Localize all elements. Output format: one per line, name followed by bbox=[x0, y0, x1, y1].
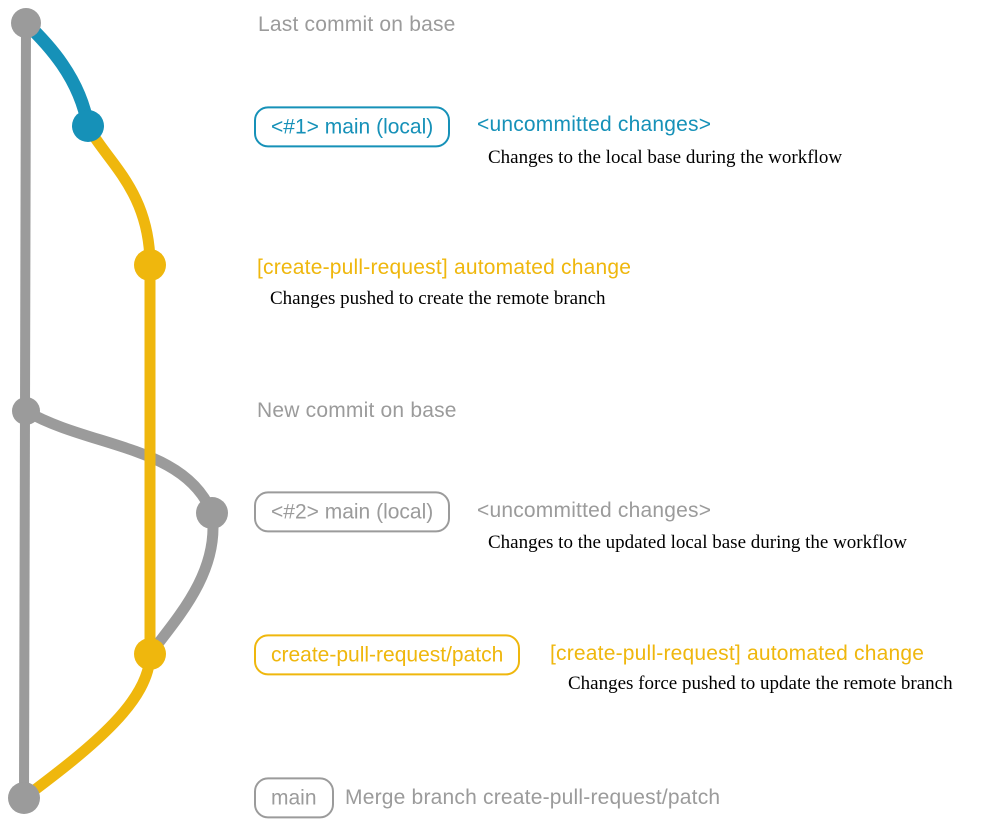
branch-badge-label: <#1> main (local) bbox=[254, 106, 451, 148]
branch-badge-main: main bbox=[254, 777, 334, 819]
commit-dot-new-base bbox=[12, 397, 40, 425]
note-force-push-remote-branch: Changes force pushed to update the remot… bbox=[568, 673, 953, 694]
label-new-commit-on-base: New commit on base bbox=[257, 399, 457, 422]
commit-dot-patch-1 bbox=[134, 249, 166, 281]
branch-badge-label: create-pull-request/patch bbox=[254, 634, 521, 676]
note-push-create-remote-branch: Changes pushed to create the remote bran… bbox=[270, 288, 606, 309]
label-last-commit-on-base: Last commit on base bbox=[258, 13, 456, 36]
note-updated-local-base-changes: Changes to the updated local base during… bbox=[488, 532, 907, 553]
branch-badge-main-local-1: <#1> main (local) bbox=[254, 106, 451, 148]
branch-badge-main-local-2: <#2> main (local) bbox=[254, 491, 451, 533]
commit-dot-merge bbox=[8, 782, 40, 814]
heading-uncommitted-changes-2: <uncommitted changes> bbox=[477, 499, 712, 522]
git-graph bbox=[8, 8, 228, 814]
branch-line-create-pull-request-patch bbox=[18, 120, 156, 804]
commit-dot-last-base bbox=[11, 8, 41, 38]
branch-badge-patch: create-pull-request/patch bbox=[254, 634, 521, 676]
heading-automated-change-2: [create-pull-request] automated change bbox=[550, 642, 925, 665]
heading-uncommitted-changes-1: <uncommitted changes> bbox=[477, 113, 712, 136]
branch-line-main-local bbox=[19, 16, 95, 133]
commit-dot-patch-2 bbox=[134, 638, 166, 670]
commit-dot-main-local-1 bbox=[72, 110, 104, 142]
heading-automated-change-1: [create-pull-request] automated change bbox=[257, 256, 632, 279]
note-local-base-changes: Changes to the local base during the wor… bbox=[488, 147, 843, 168]
branch-line-main-local-merge bbox=[144, 507, 219, 660]
branch-line-base-update bbox=[20, 405, 218, 519]
branch-badge-label: <#2> main (local) bbox=[254, 491, 451, 533]
label-merge-branch: Merge branch create-pull-request/patch bbox=[345, 786, 721, 809]
commit-dot-main-local-2 bbox=[196, 497, 228, 529]
branch-badge-label: main bbox=[254, 777, 334, 819]
